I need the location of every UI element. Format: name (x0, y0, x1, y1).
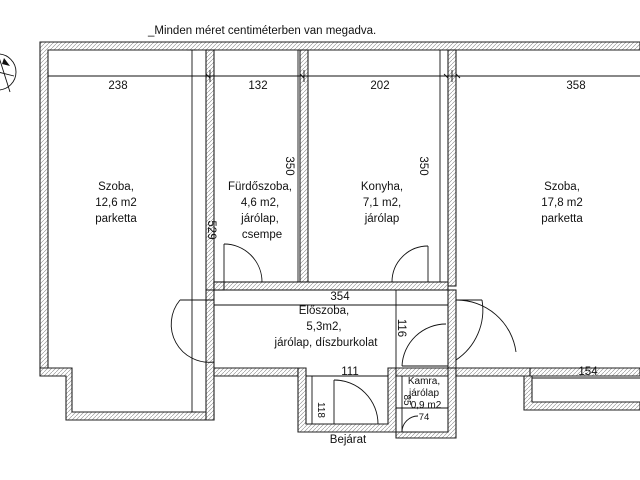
entrance-label: Bejárat (330, 434, 367, 446)
dim-358: 358 (566, 80, 585, 92)
room-szoba1-area: 12,6 m2 (95, 197, 137, 209)
room-furdo-area: 4,6 m2, (241, 197, 279, 209)
dim-350-bath: 350 (283, 156, 295, 175)
room-szoba2-name: Szoba, (544, 181, 580, 193)
dim-350-kitchen: 350 (417, 156, 429, 175)
interior-walls (205, 49, 457, 369)
compass-icon (0, 53, 17, 93)
room-szoba2-floor: parketta (541, 213, 583, 225)
dimension-lines (47, 49, 640, 432)
dim-529: 529 (205, 220, 217, 239)
room-eloszoba-area: 5,3m2, (306, 321, 341, 333)
room-szoba1-name: Szoba, (98, 181, 134, 193)
room-konyha-floor: járólap (364, 213, 400, 225)
room-furdo-floor2: csempe (242, 229, 282, 241)
dim-116: 116 (395, 319, 407, 337)
dim-111: 111 (341, 366, 358, 378)
dim-132: 132 (248, 80, 267, 92)
outer-walls (39, 41, 640, 439)
units-note: _Minden méret centiméterben van megadva. (147, 25, 376, 37)
dim-354: 354 (330, 291, 350, 303)
room-konyha-area: 7,1 m2, (363, 197, 401, 209)
dim-154: 154 (578, 366, 598, 378)
room-szoba2-area: 17,8 m2 (541, 197, 583, 209)
dim-85: 85 (401, 394, 412, 406)
dim-202: 202 (370, 80, 389, 92)
room-konyha-name: Konyha, (361, 181, 403, 193)
room-szoba1-floor: parketta (95, 213, 137, 225)
doors (170, 243, 517, 433)
room-kamra-floor: járólap (408, 388, 439, 399)
dim-238: 238 (108, 80, 127, 92)
room-furdo-floor1: járólap, (240, 213, 279, 225)
room-eloszoba-floor: járólap, díszburkolat (274, 337, 379, 349)
room-furdo-name: Fürdőszoba, (228, 181, 292, 193)
room-eloszoba-name: Előszoba, (299, 305, 350, 317)
dim-118: 118 (315, 402, 326, 418)
room-kamra-name: Kamra, (408, 376, 440, 387)
room-kamra-area: 0,9 m2 (411, 400, 442, 411)
dim-74: 74 (419, 412, 430, 423)
